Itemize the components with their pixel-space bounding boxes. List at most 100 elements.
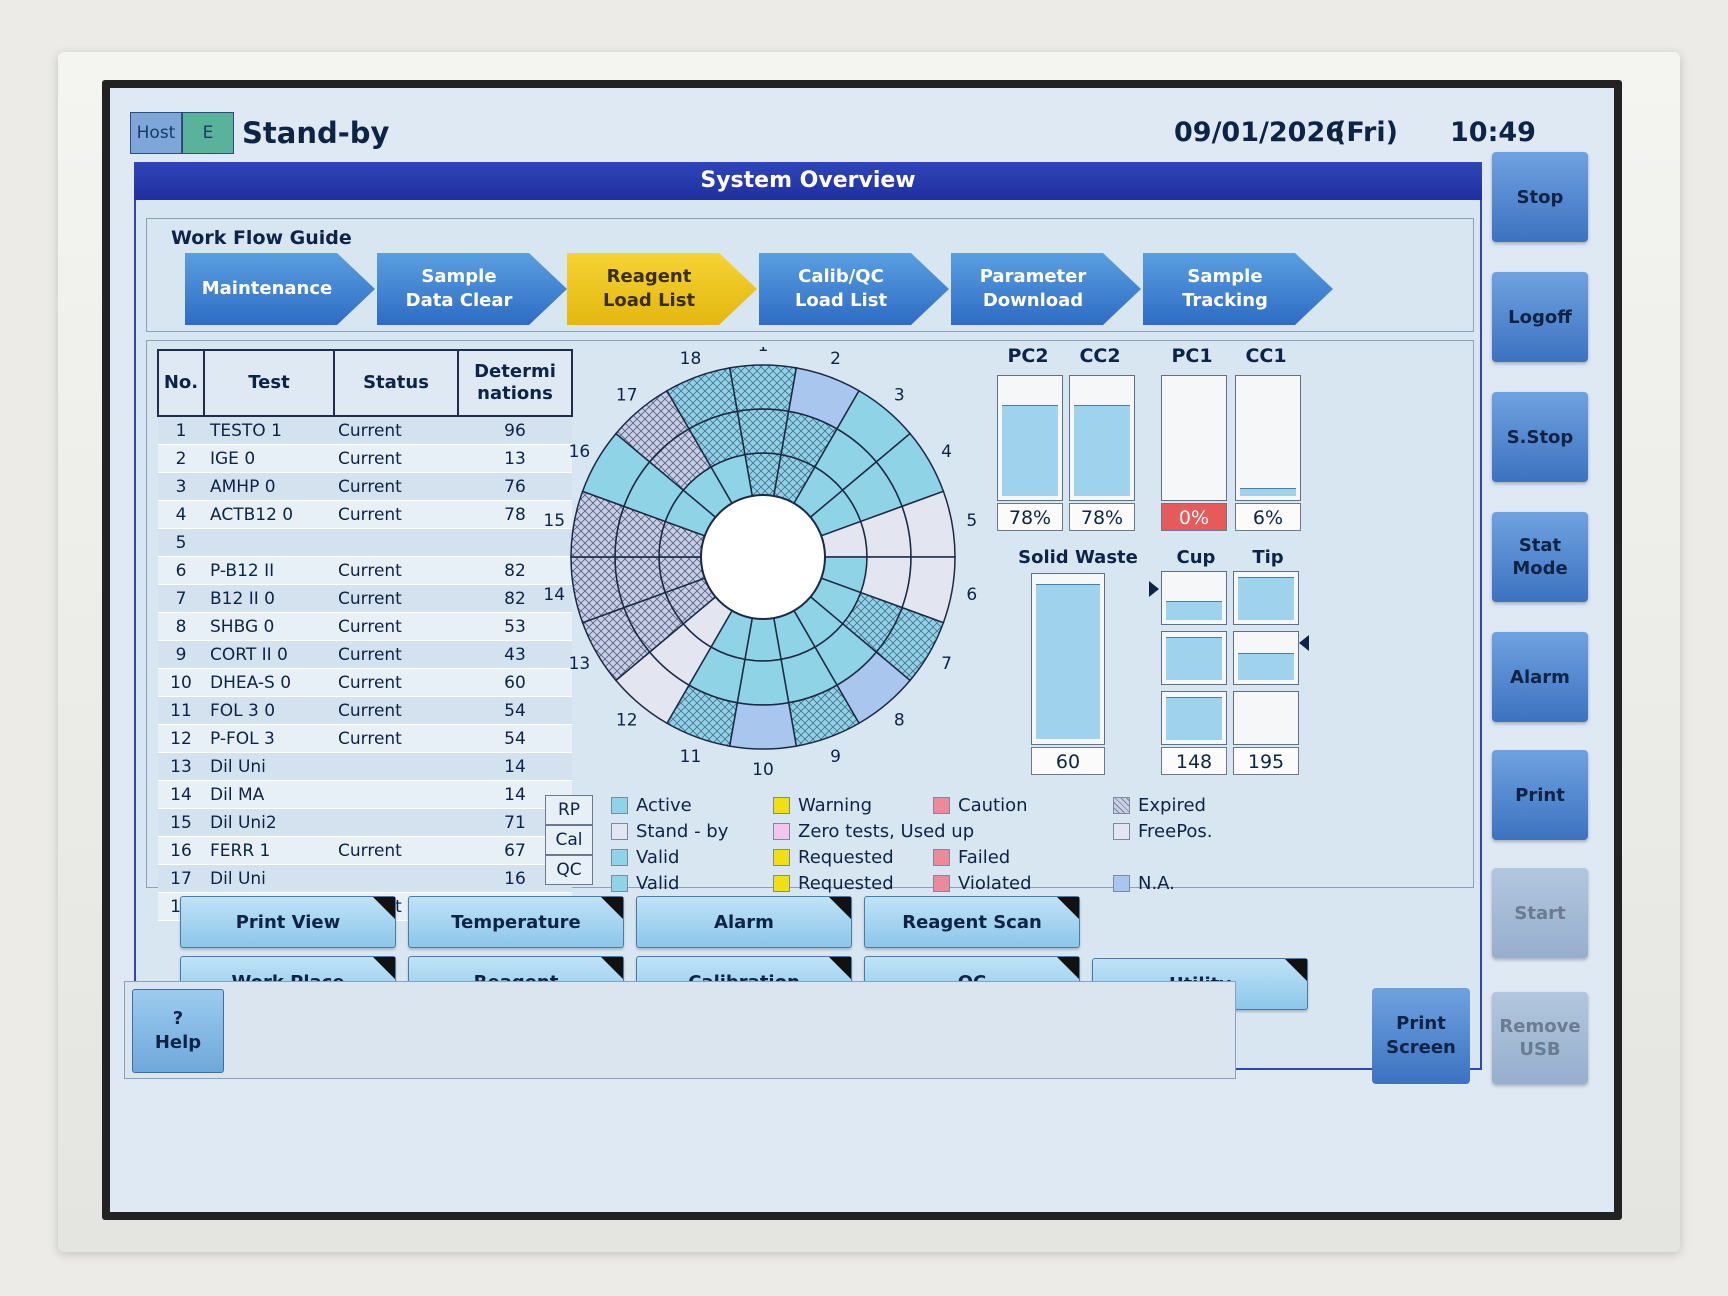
cell-test: Dil Uni2 [204,808,334,837]
day: (Fri) [1334,117,1398,148]
print-view-button[interactable]: Print View [180,896,396,948]
legend-text: Requested [798,847,894,868]
legend-text: Violated [958,873,1032,894]
tip-tray-1[interactable] [1233,571,1299,625]
cup-pointer-icon [1149,581,1159,597]
pc2-label: PC2 [1007,345,1049,367]
legend-active: Active [611,795,692,816]
pc2-gauge[interactable] [997,375,1063,501]
cell-status: Current [334,696,458,725]
swatch [611,797,628,814]
rotor-hub [700,494,826,620]
cell-det: 96 [458,416,572,445]
rotor-slot[interactable] [736,658,790,706]
cell-test: P-B12 II [204,556,334,585]
alarm-menu-button[interactable]: Alarm [636,896,852,948]
cell-det [458,528,572,557]
help-button[interactable]: ? Help [132,989,224,1073]
solid-waste-gauge[interactable] [1031,573,1105,745]
cell-no: 4 [158,500,204,529]
workflow-step-calib-qc-load-list[interactable]: Calib/QC Load List [759,253,949,325]
workflow-step-sample-data-clear[interactable]: Sample Data Clear [377,253,567,325]
cell-no: 8 [158,612,204,641]
legend-text: FreePos. [1138,821,1213,842]
rotor-slot[interactable] [728,364,798,413]
cc1-gauge[interactable] [1235,375,1301,501]
remove-usb-button[interactable]: Remove USB [1492,992,1588,1084]
cell-no: 9 [158,640,204,669]
step-label: Reagent Load List [602,266,696,311]
temperature-button[interactable]: Temperature [408,896,624,948]
date: 09/01/2026 [1174,117,1345,148]
workflow-step-sample-tracking[interactable]: Sample Tracking [1143,253,1333,325]
tip-label: Tip [1252,547,1284,568]
workflow-step-maintenance[interactable]: Maintenance [185,253,375,325]
rotor-slot[interactable] [665,367,739,430]
stop-button[interactable]: Stop [1492,152,1588,242]
cell-det: 78 [458,500,572,529]
legend-warning: Warning [773,795,872,816]
cc2-gauge[interactable] [1069,375,1135,501]
step-label: Parameter Download [979,266,1087,311]
cup-tray-3[interactable] [1161,691,1227,745]
cell-test: Dil Uni [204,864,334,893]
rotor-position-label: 1 [758,347,769,356]
stat-mode-button[interactable]: Stat Mode [1492,512,1588,602]
step-label: Sample Tracking [1182,266,1268,311]
swatch [611,875,628,892]
reagent-scan-button[interactable]: Reagent Scan [864,896,1080,948]
tip-tray-2[interactable] [1233,631,1299,685]
rotor-slot[interactable] [728,701,798,750]
logoff-button[interactable]: Logoff [1492,272,1588,362]
legend-zero-tests: Zero tests, Used up [773,821,974,842]
print-button[interactable]: Print [1492,750,1588,840]
rotor-position-label: 18 [680,349,702,369]
legend-na: N.A. [1113,873,1175,894]
cell-no: 12 [158,724,204,753]
cell-no: 2 [158,444,204,473]
reagent-rotor-wheel[interactable]: 123456789101112131415161718 [533,347,993,777]
submenu-corner-icon [829,957,851,979]
cell-test: FERR 1 [204,836,334,865]
alarm-button[interactable]: Alarm [1492,632,1588,722]
cup-label: Cup [1176,547,1216,568]
rotor-slot[interactable] [736,408,790,456]
host-button[interactable]: Host [130,112,182,154]
pc1-gauge[interactable] [1161,375,1227,501]
system-status: Stand-by [242,116,390,150]
swatch [773,797,790,814]
cup-tray-2[interactable] [1161,631,1227,685]
start-button[interactable]: Start [1492,868,1588,958]
e-button[interactable]: E [182,112,234,154]
submenu-corner-icon [601,957,623,979]
s-stop-button[interactable]: S.Stop [1492,392,1588,482]
cell-no: 6 [158,556,204,585]
tip-tray-3[interactable] [1233,691,1299,745]
step-label: Maintenance [201,278,333,299]
print-screen-button[interactable]: Print Screen [1372,988,1470,1084]
table-row[interactable]: 5 [158,528,572,557]
rotor-position-label: 5 [966,511,977,531]
workflow-step-reagent-load-list[interactable]: Reagent Load List [567,253,757,325]
cup-tray-1[interactable] [1161,571,1227,625]
tip-pointer-icon [1299,635,1309,651]
tip-tray-2-level [1238,653,1294,680]
workflow-step-parameter-download[interactable]: Parameter Download [951,253,1141,325]
cell-test: Dil Uni [204,752,334,781]
